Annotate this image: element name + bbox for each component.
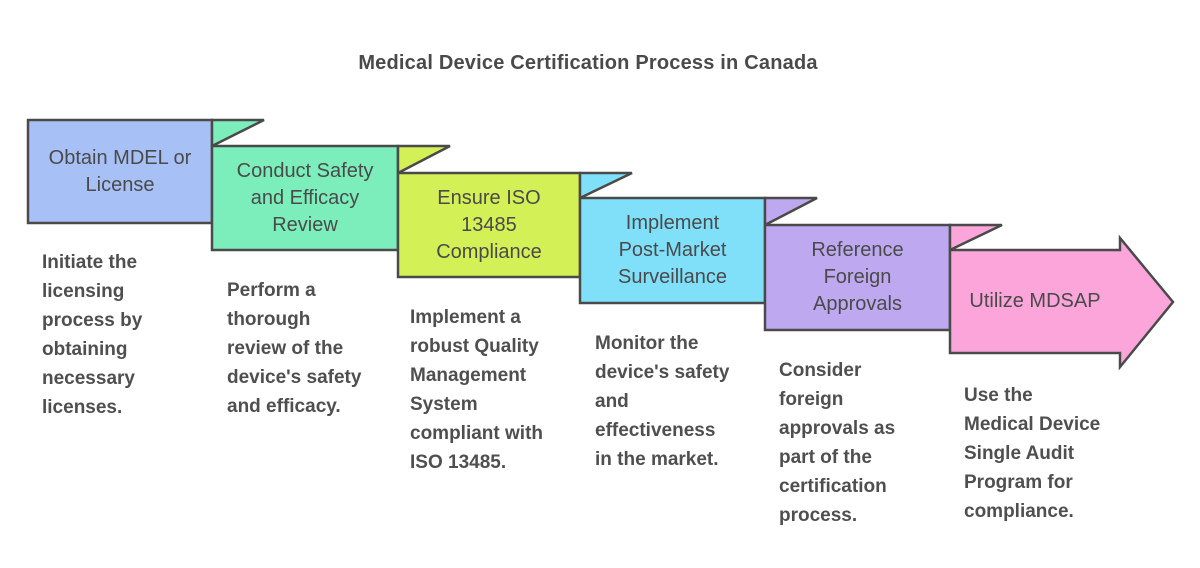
step-shape-post-market xyxy=(578,171,767,305)
step-description-iso-compliance: Implement a robust Quality Management Sy… xyxy=(410,307,543,473)
step-shape-safety-review xyxy=(210,118,400,252)
step-description-safety-review: Perform a thorough review of the device'… xyxy=(227,280,362,417)
diagram-title: Medical Device Certification Process in … xyxy=(358,52,818,74)
step-description-post-market: Monitor the device's safety and effectiv… xyxy=(595,333,730,470)
step-shape-foreign-approvals xyxy=(763,196,952,332)
step-description-foreign-approvals: Consider foreign approvals as part of th… xyxy=(779,360,896,526)
step-description-obtain-mdel: Initiate the licensing process by obtain… xyxy=(42,252,143,418)
step-description-mdsap: Use the Medical Device Single Audit Prog… xyxy=(964,385,1101,522)
step-shape-obtain-mdel xyxy=(26,118,214,225)
step-shape-iso-compliance xyxy=(396,144,582,279)
step-shape-mdsap-arrow xyxy=(948,223,1175,371)
